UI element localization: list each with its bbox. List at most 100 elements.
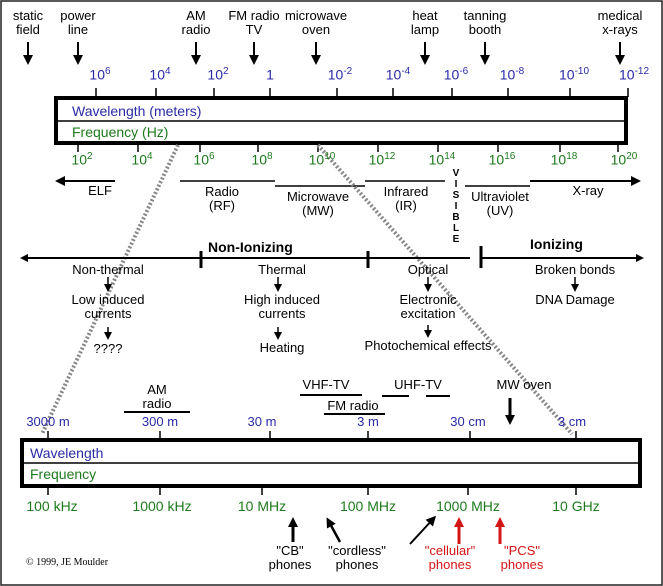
lower-frequency-label: 10 MHz — [237, 498, 287, 514]
wavelength-tick-exponent: -2 — [343, 66, 353, 77]
frequency-tick-base: 10 — [131, 151, 148, 168]
effect-low-induced: Low induced currents — [71, 292, 145, 321]
frequency-tick-label: 1012 — [368, 151, 396, 168]
lower-wavelength-label: 30 m — [247, 414, 277, 429]
lower-frequency-label: 1000 kHz — [132, 498, 192, 514]
effect-arrows — [104, 277, 579, 340]
wavelength-tick-exponent: -4 — [401, 66, 411, 77]
lower-uhf-tv: UHF-TV — [394, 377, 442, 392]
frequency-tick-label: 1016 — [488, 151, 516, 168]
wavelength-tick-base: 10 — [558, 66, 575, 83]
source-medical-xrays: medical x-rays — [597, 8, 643, 37]
effect-electronic: Electronic excitation — [399, 292, 457, 321]
ionizing-title: Ionizing — [530, 236, 583, 252]
lower-fm-radio: FM radio — [327, 398, 379, 413]
frequency-tick-exponent: 8 — [267, 151, 273, 162]
frequency-tick-base: 10 — [308, 151, 325, 168]
bottom-frequency-label: Frequency — [30, 466, 97, 482]
phones-cb: "CB" phones — [268, 543, 312, 572]
frequency-tick-exponent: 2 — [87, 151, 93, 162]
band-xray: X-ray — [572, 183, 604, 198]
lower-frequency-label: 100 kHz — [26, 498, 78, 514]
band-visible: V I S I B L E — [452, 168, 460, 245]
top-source-arrows — [23, 42, 625, 65]
frequency-tick-base: 10 — [488, 151, 505, 168]
wavelength-tick-label: 10-4 — [385, 66, 411, 83]
wavelength-tick-base: 10 — [207, 66, 224, 83]
wavelength-tick-exponent: -10 — [574, 66, 590, 77]
band-infrared: Infrared (IR) — [383, 184, 429, 213]
wavelength-tick-base: 10 — [385, 66, 402, 83]
source-tanning-booth: tanning booth — [463, 8, 507, 37]
lower-wavelength-label: 3 m — [357, 414, 379, 429]
copyright: © 1999, JE Moulder — [26, 557, 109, 568]
phones-cordless: "cordless" phones — [328, 543, 386, 572]
wavelength-tick-base: 10 — [327, 66, 344, 83]
frequency-tick-label: 106 — [193, 151, 215, 168]
effect-dna-damage: DNA Damage — [535, 292, 615, 307]
wavelength-tick-label: 10-8 — [499, 66, 525, 83]
band-ultraviolet: Ultraviolet (UV) — [471, 189, 529, 218]
source-microwave-oven: microwave oven — [284, 8, 348, 37]
frequency-tick-exponent: 18 — [566, 151, 578, 162]
lower-frequency-label: 1000 MHz — [436, 498, 500, 514]
frequency-tick-base: 10 — [193, 151, 210, 168]
frequency-tick-exponent: 12 — [384, 151, 396, 162]
frequency-tick-base: 10 — [550, 151, 567, 168]
wavelength-tick-label: 104 — [149, 66, 171, 82]
lower-wavelength-label: 3000 m — [26, 414, 70, 429]
band-microwave: Microwave (MW) — [286, 189, 350, 218]
frequency-tick-exponent: 4 — [147, 151, 153, 162]
effect-thermal: Thermal — [258, 262, 306, 277]
effect-photochemical: Photochemical effects — [364, 338, 492, 353]
wavelength-tick-label: 1 — [266, 67, 274, 82]
lower-wavelength-label: 300 m — [141, 414, 179, 429]
effect-high-induced: High induced currents — [244, 292, 320, 321]
frequency-tick-base: 10 — [368, 151, 385, 168]
lower-frequency-label: 10 GHz — [552, 498, 600, 514]
wavelength-tick-label: 106 — [89, 66, 110, 82]
wavelength-tick-base: 10 — [443, 66, 460, 83]
wavelength-tick-exponent: 2 — [223, 66, 229, 77]
wavelength-tick-label: 10-10 — [558, 66, 590, 83]
frequency-tick-label: 1014 — [428, 151, 456, 168]
frequency-tick-base: 10 — [610, 151, 627, 168]
zoom-projection-lines — [40, 143, 574, 436]
source-static-field: static field — [12, 8, 44, 37]
wavelength-tick-exponent: 4 — [165, 66, 171, 77]
wavelength-tick-exponent: -6 — [459, 66, 469, 77]
frequency-tick-base: 10 — [71, 151, 88, 168]
wavelength-tick-base: 10 — [499, 66, 516, 83]
effect-non-thermal: Non-thermal — [72, 262, 144, 277]
effect-unknown: ???? — [93, 341, 123, 356]
frequency-tick-label: 104 — [131, 151, 153, 168]
frequency-tick-exponent: 10 — [324, 151, 336, 162]
wavelength-tick-label: 10-12 — [618, 66, 650, 83]
band-radio: Radio (RF) — [205, 184, 239, 213]
source-power-line: power line — [60, 8, 96, 37]
lower-frequency-label: 100 MHz — [339, 498, 397, 514]
effect-heating: Heating — [259, 340, 305, 355]
wavelength-tick-base: 1 — [266, 66, 274, 83]
frequency-tick-base: 10 — [251, 151, 268, 168]
source-heat-lamp: heat lamp — [410, 8, 440, 37]
wavelength-tick-label: 10-6 — [443, 66, 469, 83]
phones-pcs: "PCS" phones — [500, 543, 544, 572]
source-am-radio: AM radio — [181, 8, 211, 37]
cellular-arrow — [409, 515, 437, 545]
frequency-tick-exponent: 6 — [209, 151, 215, 162]
wavelength-tick-exponent: -8 — [515, 66, 525, 77]
frequency-tick-label: 108 — [251, 151, 273, 168]
source-fm-radio-tv: FM radio TV — [228, 8, 280, 37]
wavelength-tick-base: 10 — [618, 66, 635, 83]
wavelength-tick-label: 10-2 — [327, 66, 353, 83]
cordless-arrow — [326, 517, 342, 543]
frequency-tick-base: 10 — [428, 151, 445, 168]
band-elf: ELF — [88, 183, 112, 198]
frequency-tick-label: 1020 — [610, 151, 638, 168]
wavelength-tick-label: 102 — [207, 66, 229, 83]
wavelength-tick-exponent: -12 — [634, 66, 650, 77]
frequency-tick-label: 1018 — [550, 151, 578, 168]
